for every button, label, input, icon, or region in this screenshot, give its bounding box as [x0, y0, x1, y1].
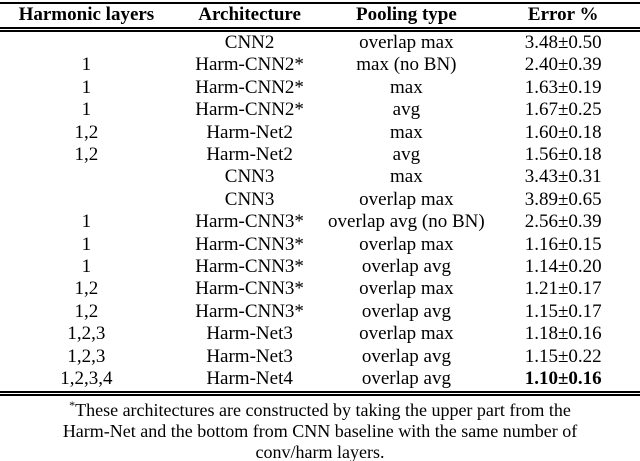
error-cell: 2.40±0.39: [524, 54, 602, 76]
architecture-cell: Harm-CNN3*: [195, 256, 304, 278]
footnote-asterisk-marker: *: [69, 397, 76, 412]
architecture-cell: CNN2: [224, 32, 275, 53]
harmonic-layers-cell: 1,2: [74, 300, 99, 322]
pooling-type-cell: overlap max: [359, 278, 454, 300]
error-cell: 1.15±0.22: [524, 345, 602, 367]
harmonic-layers-cell: [0, 30, 173, 55]
table-row: 1,2 Harm-CNN3* overlap avg 1.15±0.17: [0, 301, 640, 323]
architecture-cell: Harm-Net2: [206, 144, 293, 166]
error-cell: 1.15±0.17: [524, 300, 602, 322]
header-architecture: Architecture: [172, 2, 327, 32]
pooling-type-cell: avg: [392, 144, 421, 166]
harmonic-layers-cell: 1,2,3: [67, 323, 106, 345]
table-row: 1,2 Harm-CNN3* overlap max 1.21±0.17: [0, 278, 640, 300]
pooling-type-cell: avg: [392, 99, 421, 121]
error-cell: 2.56±0.39: [524, 211, 602, 233]
architecture-cell: Harm-CNN2*: [195, 99, 304, 121]
pooling-type-cell: overlap max: [359, 188, 454, 210]
table-row: 1 Harm-CNN2* max 1.63±0.19: [0, 77, 640, 99]
architecture-cell: Harm-Net3: [206, 345, 293, 367]
harmonic-layers-cell: [0, 189, 173, 211]
table-header: Harmonic layers Architecture Pooling typ…: [0, 2, 640, 32]
architecture-cell: Harm-CNN3*: [195, 300, 304, 322]
table-row: 1,2 Harm-Net2 avg 1.56±0.18: [0, 144, 640, 166]
table-row: 1,2,3 Harm-Net3 overlap avg 1.15±0.22: [0, 346, 640, 368]
pooling-type-cell: overlap max: [359, 32, 454, 53]
architecture-cell: Harm-Net2: [206, 121, 293, 143]
harmonic-layers-cell: 1: [81, 256, 92, 278]
pooling-type-cell: max (no BN): [356, 54, 457, 76]
header-error-percent: Error %: [486, 2, 640, 32]
table-row: CNN3 max 3.43±0.31: [0, 166, 640, 188]
table-row: 1,2,3 Harm-Net3 overlap max 1.18±0.16: [0, 323, 640, 345]
table-row: 1 Harm-CNN3* overlap max 1.16±0.15: [0, 234, 640, 256]
table-row: 1 Harm-CNN2* avg 1.67±0.25: [0, 99, 640, 121]
error-cell: 1.16±0.15: [524, 233, 602, 255]
error-cell: 3.43±0.31: [524, 166, 602, 188]
harmonic-layers-cell: 1: [81, 233, 92, 255]
table-row: CNN2 overlap max 3.48±0.50: [0, 30, 640, 55]
harmonic-layers-cell: 1,2,3,4: [0, 368, 173, 396]
table-row: 1,2 Harm-Net2 max 1.60±0.18: [0, 122, 640, 144]
footnote-line: Harm-Net and the bottom from CNN baselin…: [0, 421, 640, 442]
pooling-type-cell: max: [390, 166, 423, 188]
harmonic-layers-cell: 1: [81, 76, 92, 98]
footnote-text: conv/harm layers.: [255, 441, 385, 461]
error-cell: 1.56±0.18: [524, 144, 602, 166]
error-cell: 1.18±0.16: [524, 323, 602, 345]
pooling-type-cell: overlap max: [359, 233, 454, 255]
header-pooling-type: Pooling type: [326, 2, 487, 32]
error-cell: 3.89±0.65: [524, 188, 602, 210]
footnote-text: These architectures are constructed by t…: [75, 399, 571, 420]
pooling-type-cell: overlap avg: [361, 345, 451, 367]
error-cell: 1.63±0.19: [524, 76, 602, 98]
footnote: *These architectures are constructed by …: [0, 397, 640, 461]
table-row: 1 Harm-CNN2* max (no BN) 2.40±0.39: [0, 54, 640, 76]
error-cell: 1.60±0.18: [524, 121, 602, 143]
error-cell: 1.67±0.25: [524, 99, 602, 121]
architecture-cell: Harm-Net4: [172, 368, 327, 396]
harmonic-layers-cell: 1,2: [74, 144, 99, 166]
table-row: CNN3 overlap max 3.89±0.65: [0, 189, 640, 211]
table-row: 1 Harm-CNN3* overlap avg 1.14±0.20: [0, 256, 640, 278]
pooling-type-cell: overlap avg: [361, 256, 451, 278]
results-table: Harmonic layers Architecture Pooling typ…: [0, 2, 640, 396]
header-row: Harmonic layers Architecture Pooling typ…: [0, 2, 640, 32]
error-cell: 1.14±0.20: [524, 256, 602, 278]
footnote-text: Harm-Net and the bottom from CNN baselin…: [62, 420, 578, 441]
architecture-cell: Harm-CNN3*: [195, 211, 304, 233]
error-cell: 1.10±0.16: [486, 368, 640, 396]
pooling-type-cell: max: [390, 121, 423, 143]
pooling-type-cell: overlap max: [359, 323, 454, 345]
pooling-type-cell: overlap avg: [361, 300, 451, 322]
footnote-line: *These architectures are constructed by …: [0, 397, 640, 421]
harmonic-layers-cell: 1: [81, 99, 92, 121]
error-cell: 1.21±0.17: [524, 278, 602, 300]
harmonic-layers-cell: 1: [81, 54, 92, 76]
harmonic-layers-cell: 1,2: [74, 278, 99, 300]
table-row: 1 Harm-CNN3* overlap avg (no BN) 2.56±0.39: [0, 211, 640, 233]
error-cell: 3.48±0.50: [524, 32, 602, 53]
pooling-type-cell: overlap avg: [326, 368, 487, 396]
architecture-cell: CNN3: [224, 188, 275, 210]
architecture-cell: CNN3: [224, 166, 275, 188]
footnote-line: conv/harm layers.: [0, 442, 640, 461]
harmonic-layers-cell: [0, 166, 173, 188]
header-harmonic-layers: Harmonic layers: [0, 2, 173, 32]
harmonic-layers-cell: 1: [81, 211, 92, 233]
pooling-type-cell: max: [390, 76, 423, 98]
architecture-cell: Harm-CNN2*: [195, 76, 304, 98]
architecture-cell: Harm-CNN3*: [195, 233, 304, 255]
harmonic-layers-cell: 1,2: [74, 121, 99, 143]
harmonic-layers-cell: 1,2,3: [67, 345, 106, 367]
architecture-cell: Harm-CNN3*: [195, 278, 304, 300]
architecture-cell: Harm-Net3: [206, 323, 293, 345]
architecture-cell: Harm-CNN2*: [195, 54, 304, 76]
pooling-type-cell: overlap avg (no BN): [328, 211, 485, 233]
